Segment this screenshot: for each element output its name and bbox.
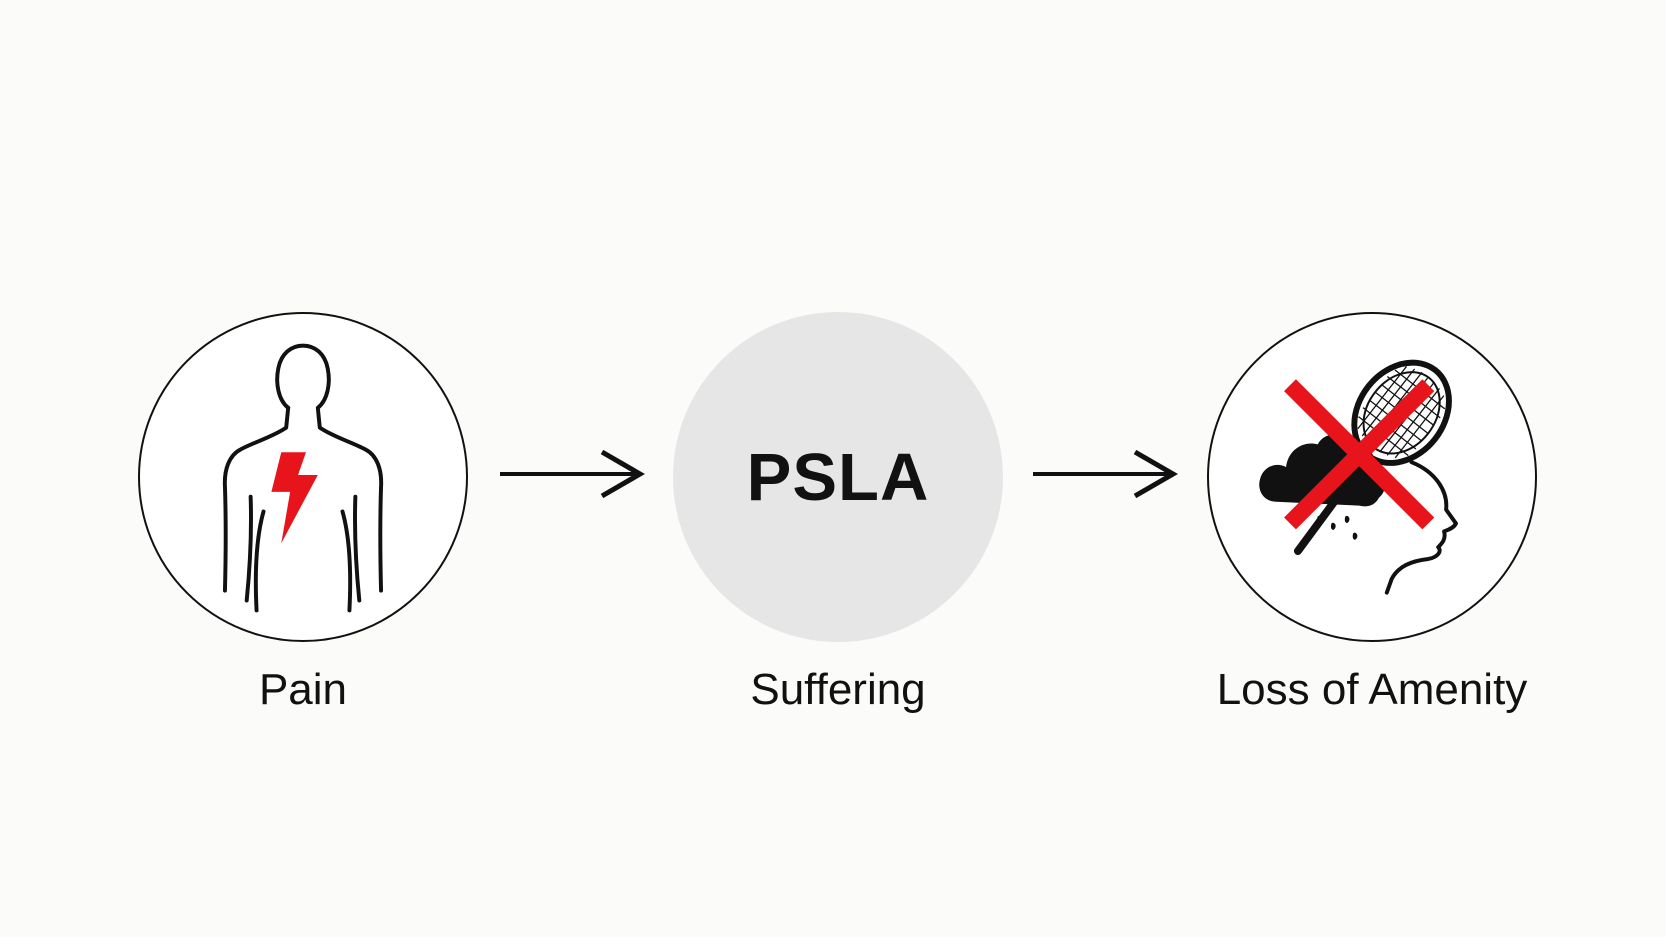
head-cloud-racket-crossed-icon xyxy=(1259,359,1458,595)
psla-text: PSLA xyxy=(746,439,930,515)
arrow-right-icon xyxy=(500,449,645,499)
loss-of-amenity-label: Loss of Amenity xyxy=(1216,665,1528,714)
pain-label: Pain xyxy=(258,665,348,714)
pain-node xyxy=(138,312,468,642)
amenity-node xyxy=(1207,312,1537,642)
body-with-lightning-icon xyxy=(222,343,384,613)
psla-node: PSLA xyxy=(673,312,1003,642)
red-cross-icon xyxy=(1284,379,1435,530)
suffering-label: Suffering xyxy=(750,665,926,714)
lightning-bolt-icon xyxy=(271,452,318,544)
head-profile-icon xyxy=(1384,460,1458,595)
arrow-right-icon xyxy=(1033,449,1178,499)
